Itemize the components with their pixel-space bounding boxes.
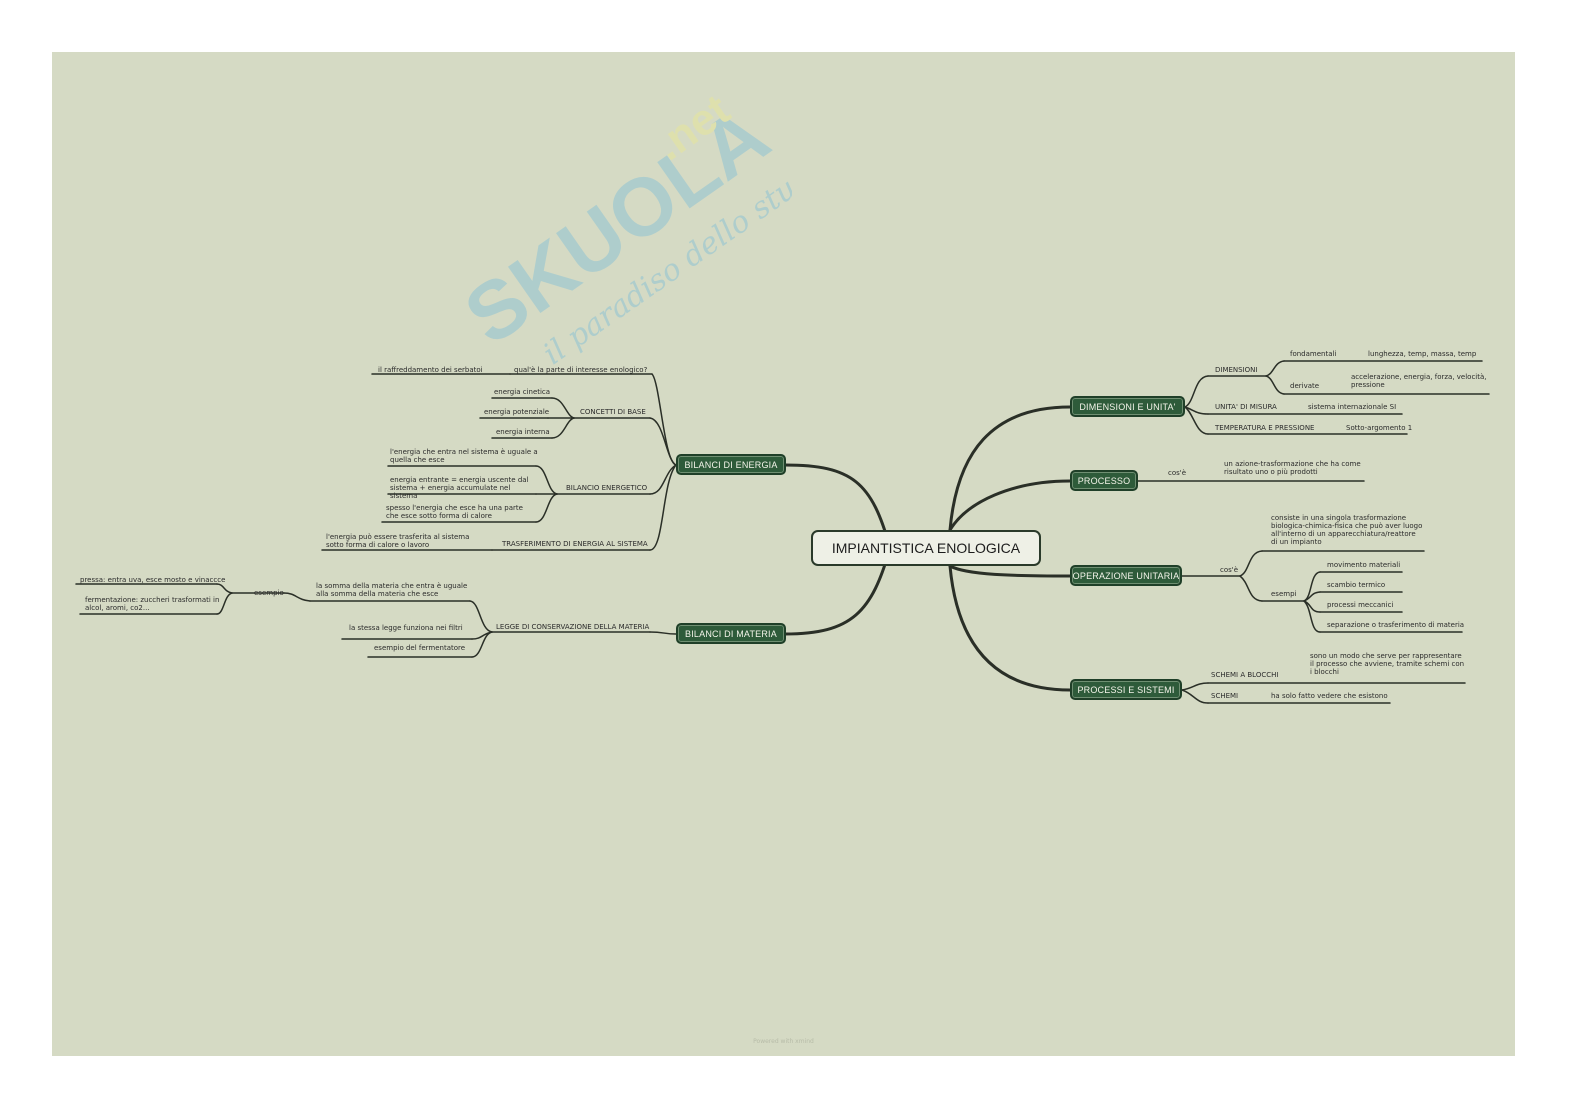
topic-trasferimento-item[interactable]: l'energia può essere trasferita al siste… bbox=[326, 533, 470, 549]
topic-dimensioni[interactable]: DIMENSIONI bbox=[1215, 366, 1258, 374]
topic-operazione-desc[interactable]: consiste in una singola trasformazione b… bbox=[1271, 514, 1423, 546]
topic-energia-interna[interactable]: energia interna bbox=[496, 428, 550, 436]
topic-esempio-fermentazione[interactable]: fermentazione: zuccheri trasformati in a… bbox=[85, 596, 220, 612]
root-topic[interactable]: IMPIANTISTICA ENOLOGICA bbox=[811, 530, 1041, 566]
topic-filtri[interactable]: la stessa legge funziona nei filtri bbox=[349, 624, 463, 632]
topic-interesse-question[interactable]: qual'è la parte di interesse enologico? bbox=[514, 366, 648, 374]
topic-fondamentali[interactable]: fondamentali bbox=[1290, 350, 1337, 358]
topic-bilancio-item-3[interactable]: spesso l'energia che esce ha una parte c… bbox=[386, 504, 523, 520]
topic-unita-misura[interactable]: UNITA' DI MISURA bbox=[1215, 403, 1277, 411]
branch-operazione-unitaria[interactable]: OPERAZIONE UNITARIA bbox=[1070, 565, 1182, 586]
branch-dimensioni-unita[interactable]: DIMENSIONI E UNITA' bbox=[1070, 396, 1185, 417]
connector-lines bbox=[75, 360, 1490, 704]
powered-by-footer: Powered with xmind bbox=[753, 1038, 814, 1045]
topic-schemi-blocchi-desc[interactable]: sono un modo che serve per rappresentare… bbox=[1310, 652, 1465, 676]
topic-esempio-movimento[interactable]: movimento materiali bbox=[1327, 561, 1401, 569]
branch-bilanci-energia[interactable]: BILANCI DI ENERGIA bbox=[676, 454, 786, 475]
topic-esempio-pressa[interactable]: pressa: entra uva, esce mosto e vinaccce bbox=[80, 576, 226, 584]
topic-fondamentali-desc[interactable]: lunghezza, temp, massa, temp bbox=[1368, 350, 1477, 358]
topic-schemi-desc[interactable]: ha solo fatto vedere che esistono bbox=[1271, 692, 1388, 700]
branch-bilanci-materia[interactable]: BILANCI DI MATERIA bbox=[676, 623, 786, 644]
mind-map-canvas: SKUOLA .net il paradiso dello studente bbox=[52, 52, 1515, 1056]
topic-esempi[interactable]: esempi bbox=[1271, 590, 1297, 598]
branch-processi-sistemi[interactable]: PROCESSI E SISTEMI bbox=[1070, 679, 1182, 700]
topic-esempio-separazione[interactable]: separazione o trasferimento di materia bbox=[1327, 621, 1465, 629]
branch-processo[interactable]: PROCESSO bbox=[1070, 470, 1138, 491]
topic-bilancio-item-1[interactable]: l'energia che entra nel sistema è uguale… bbox=[390, 448, 538, 464]
topic-temperatura-pressione[interactable]: TEMPERATURA E PRESSIONE bbox=[1215, 424, 1315, 432]
topic-bilancio-energetico[interactable]: BILANCIO ENERGETICO bbox=[566, 484, 648, 492]
topic-derivate-desc[interactable]: accelerazione, energia, forza, velocità,… bbox=[1351, 373, 1487, 389]
topic-schemi[interactable]: SCHEMI bbox=[1211, 692, 1239, 700]
topic-temperatura-desc[interactable]: Sotto-argomento 1 bbox=[1346, 424, 1413, 432]
topic-esempio-meccanici[interactable]: processi meccanici bbox=[1327, 601, 1394, 609]
topic-concetti-base[interactable]: CONCETTI DI BASE bbox=[580, 408, 646, 416]
topic-processo-cose[interactable]: cos'è bbox=[1168, 469, 1187, 477]
topic-processo-desc[interactable]: un azione-trasformazione che ha come ris… bbox=[1224, 460, 1361, 476]
topic-operazione-cose[interactable]: cos'è bbox=[1220, 566, 1239, 574]
topic-fermentatore[interactable]: esempio del fermentatore bbox=[374, 644, 466, 652]
topic-energia-cinetica[interactable]: energia cinetica bbox=[494, 388, 551, 396]
topic-esempio[interactable]: esempio bbox=[254, 589, 284, 597]
topic-legge-descrizione[interactable]: la somma della materia che entra è ugual… bbox=[316, 582, 468, 598]
topic-energia-potenziale[interactable]: energia potenziale bbox=[484, 408, 550, 416]
topic-interesse-answer[interactable]: il raffreddamento dei serbatoi bbox=[378, 366, 483, 374]
skuola-watermark: SKUOLA .net il paradiso dello studente bbox=[449, 85, 792, 372]
topic-trasferimento-energia[interactable]: TRASFERIMENTO DI ENERGIA AL SISTEMA bbox=[502, 540, 648, 548]
topic-schemi-blocchi[interactable]: SCHEMI A BLOCCHI bbox=[1211, 671, 1279, 679]
topic-esempio-scambio[interactable]: scambio termico bbox=[1327, 581, 1386, 589]
topic-unita-misura-desc[interactable]: sistema internazionale SI bbox=[1308, 403, 1397, 411]
topic-derivate[interactable]: derivate bbox=[1290, 382, 1320, 390]
topic-legge-conservazione[interactable]: LEGGE DI CONSERVAZIONE DELLA MATERIA bbox=[496, 623, 650, 631]
topic-bilancio-item-2[interactable]: energia entrante = energia uscente dal s… bbox=[390, 476, 529, 500]
